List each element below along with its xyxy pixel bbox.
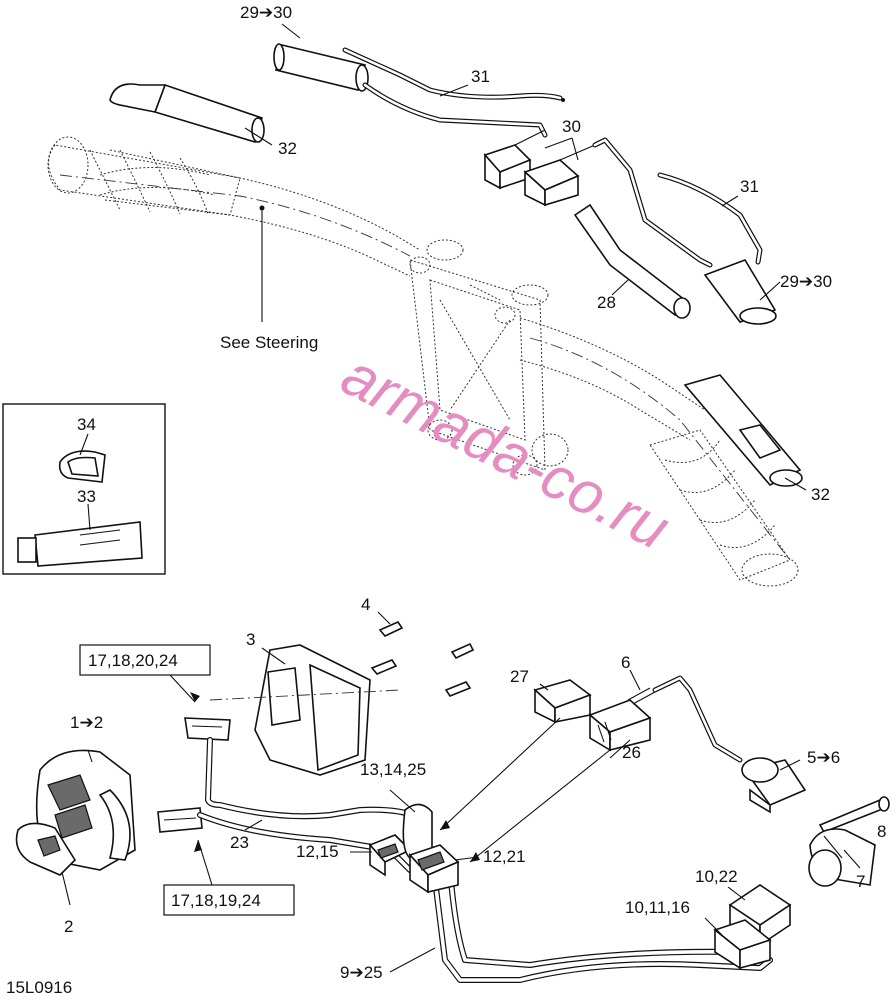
heating-element-right [703,259,777,325]
connector-26 [588,699,652,752]
callout-12-15: 12,15 [296,842,339,861]
tube-28 [573,203,691,319]
arrow-to-27 [439,717,561,831]
callout-31-right: 31 [740,177,759,196]
callout-3: 3 [246,630,255,649]
right-heater-wire-31 [657,172,763,265]
terminals-6 [627,675,743,763]
connector-27 [533,679,592,724]
arrow-to-26 [469,749,611,863]
watermark: armada-co.ru [332,341,680,563]
connector-12-21 [408,844,460,894]
callout-17-18-20-24: 17,18,20,24 [88,651,178,670]
left-grip-sleeve [109,83,265,143]
callout-7: 7 [856,872,865,891]
handlebar-riser [409,239,569,476]
connector-12-15 [368,834,412,877]
callout-27: 27 [510,667,529,686]
callout-9-25: 9➔25 [340,963,383,982]
switch-housing-3 [209,644,401,776]
right-grip [649,429,799,587]
callout-31-top: 31 [471,67,490,86]
left-grip [47,136,241,216]
drawing-id: 15L0916 [6,978,72,997]
callout-34: 34 [77,415,96,434]
pin-8 [818,796,890,833]
right-grip-sleeve [683,374,803,487]
label-box-17-18-20-24 [79,644,211,676]
callout-10-11-16: 10,11,16 [625,898,690,917]
callout-2: 2 [64,917,73,936]
callout-23: 23 [230,833,249,852]
heating-element-top [273,43,369,92]
connector-pair-30 [483,129,713,268]
clamp-34 [58,450,106,483]
note-see-steering: See Steering [220,333,318,352]
tube-compound-33 [17,521,143,567]
switch-pack-1-2 [15,749,136,876]
callout-33: 33 [77,487,96,506]
callout-10-22: 10,22 [695,867,738,886]
callout-13-14-25: 13,14,25 [360,760,426,779]
callout-4: 4 [361,595,370,614]
callout-26: 26 [622,743,641,762]
callout-1-2: 1➔2 [70,713,103,732]
callout-28: 28 [597,293,616,312]
callout-29-30-top: 29➔30 [240,3,292,22]
wiring-harness [197,737,773,983]
callout-8: 8 [877,822,886,841]
handlebar [59,149,791,561]
callout-30: 30 [562,117,581,136]
callout-17-18-19-24: 17,18,19,24 [171,891,261,910]
connector-17-18-19-24 [157,807,203,833]
arrowhead [440,820,450,830]
heater-wire-top [342,47,565,138]
callout-32-bottom: 32 [811,485,830,504]
connector-17-18-20-24 [184,717,231,741]
callout-6: 6 [621,653,630,672]
callout-29-30-right: 29➔30 [780,272,832,291]
knob-7 [808,828,876,887]
leader-lines [61,23,861,973]
callout-5-6: 5➔6 [807,748,840,767]
arrowhead [190,692,200,702]
callout-12-21: 12,21 [483,847,526,866]
connector-10-11-16 [713,919,772,970]
callout-32-top: 32 [278,139,297,158]
switch-5-6 [741,757,807,814]
label-box-17-18-19-24 [163,884,295,916]
arrowhead [194,840,202,852]
connector-10-22 [728,884,792,947]
screws-4 [370,620,475,697]
